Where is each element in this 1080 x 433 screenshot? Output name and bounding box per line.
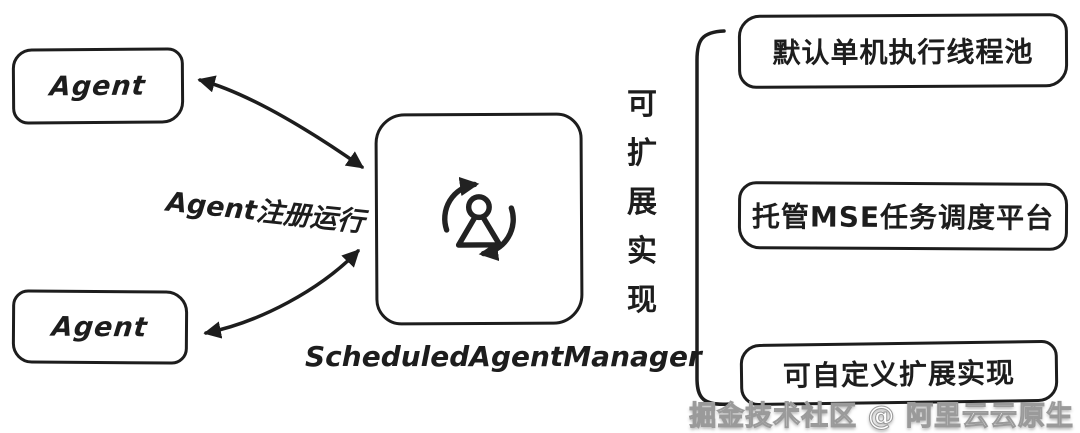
- sync-person-icon: [442, 176, 516, 262]
- edge-label-agent-register: Agent注册运行: [164, 186, 366, 239]
- scheduled-agent-manager-node: [374, 112, 584, 326]
- arrow-agent-top-to-manager: [197, 75, 365, 169]
- arrow-agent-bottom-to-manager: [203, 249, 360, 339]
- option-node-custom-extension-label: 可自定义扩展实现: [782, 356, 1016, 393]
- agent-node-top-label: Agent: [48, 70, 148, 102]
- agent-node-bottom: Agent: [11, 289, 189, 365]
- option-node-mse-platform-label: 托管MSE任务调度平台: [751, 200, 1055, 235]
- agent-node-top: Agent: [11, 47, 185, 125]
- watermark-text: 掘金技术社区 @ 阿里云云原生: [689, 401, 1074, 433]
- option-node-thread-pool: 默认单机执行线程池: [737, 13, 1069, 89]
- scheduled-agent-manager-label: ScheduledAgentManager: [305, 340, 702, 373]
- vertical-label-extensible: 可 扩 展 实 现: [627, 87, 657, 318]
- agent-node-bottom-label: Agent: [50, 311, 150, 343]
- option-node-mse-platform: 托管MSE任务调度平台: [737, 181, 1069, 251]
- option-node-thread-pool-label: 默认单机执行线程池: [772, 35, 1034, 70]
